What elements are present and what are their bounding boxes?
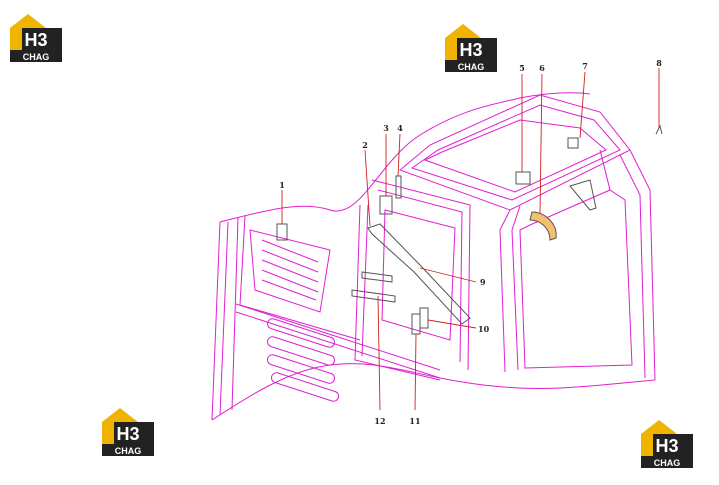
parts	[276, 124, 663, 335]
callout-12: 12	[374, 416, 385, 426]
cutaway-boundary-top	[219, 92, 591, 223]
left-panel	[239, 215, 361, 341]
door-glass	[381, 209, 456, 341]
logo-caption: CHAG	[115, 446, 142, 456]
callout-5: 5	[519, 63, 525, 73]
logo-icon: H3 CHAG	[10, 14, 62, 62]
watermark-logo-top-center: H3 CHAG	[441, 20, 499, 72]
callout-3: 3	[383, 123, 389, 133]
watermark-logo-top-left: H3 CHAG	[6, 10, 64, 62]
logo-icon: H3 CHAG	[641, 420, 693, 468]
logo-caption: CHAG	[654, 458, 681, 468]
logo-caption: CHAG	[23, 52, 50, 62]
callout-9: 9	[480, 277, 486, 287]
door-frame	[354, 204, 441, 381]
logo-mark: H3	[655, 436, 678, 456]
logo-icon: H3 CHAG	[445, 24, 497, 72]
callout-8: 8	[656, 58, 662, 68]
logo-icon: H3 CHAG	[102, 408, 154, 456]
part-4-spring	[395, 175, 402, 199]
lower-vent-slots	[266, 318, 340, 402]
logo-caption: CHAG	[458, 62, 485, 72]
watermark-logo-bottom-right: H3 CHAG	[637, 416, 695, 468]
left-vent-slats	[261, 239, 319, 301]
cutaway-boundary-bottom	[211, 363, 656, 421]
left-window	[249, 229, 331, 313]
part-6-light	[529, 211, 557, 241]
part-10-clip	[419, 307, 429, 329]
part-12-rail	[351, 289, 396, 303]
roof-inner	[410, 104, 621, 201]
callout-labels: 1 2 3 4 5 6 7 8 9 10 11 12	[279, 58, 662, 426]
callout-4: 4	[397, 123, 403, 133]
left-edge	[211, 221, 221, 421]
callout-2: 2	[362, 140, 368, 150]
leader-lines	[281, 68, 660, 411]
part-12-rail-upper	[361, 271, 393, 283]
logo-mark: H3	[116, 424, 139, 444]
callout-11: 11	[409, 416, 420, 426]
callout-1: 1	[279, 180, 285, 190]
watermark-logo-bottom-left: H3 CHAG	[98, 404, 156, 456]
logo-mark: H3	[24, 30, 47, 50]
cab-outline	[211, 92, 656, 421]
part-7-wiper	[569, 179, 597, 211]
front-pillar-right	[629, 149, 656, 381]
callout-6: 6	[539, 63, 545, 73]
part-7-mount	[567, 137, 579, 149]
callout-10: 10	[478, 324, 490, 334]
windshield	[519, 189, 633, 369]
callout-7: 7	[582, 61, 588, 71]
logo-mark: H3	[459, 40, 482, 60]
part-8-screw	[655, 124, 663, 135]
part-9-handle	[367, 223, 471, 325]
front-pillar-left	[499, 209, 511, 373]
part-5-lamp	[515, 171, 531, 185]
